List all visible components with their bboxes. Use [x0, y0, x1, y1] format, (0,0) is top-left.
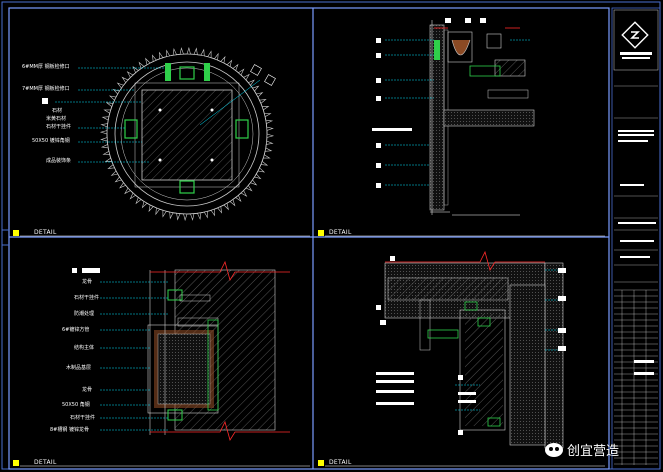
p3-label-4: 6#镀锌方管 — [62, 327, 90, 333]
p1-label-3: 石材 — [52, 108, 63, 114]
detail-label-3: DETAIL — [34, 459, 57, 466]
wechat-icon — [545, 442, 563, 457]
p3-label-9: 石材干挂件 — [70, 415, 96, 421]
p3-label-3: 防潮处理 — [74, 311, 95, 317]
panel1-round-column-plan — [42, 46, 276, 222]
p1-label-6: 50X50 镀锌角钢 — [32, 138, 70, 144]
p3-label-1: 龙骨 — [82, 279, 93, 285]
p1-label-5: 石材干挂件 — [46, 124, 72, 130]
title-block — [611, 7, 661, 470]
detail-label-2: DETAIL — [329, 229, 352, 236]
panel3-section — [72, 260, 290, 441]
inner-frame — [8, 7, 610, 470]
panel4-corner — [376, 250, 566, 449]
p3-label-8: 50X50 角钢 — [62, 402, 90, 408]
p1-label-1: 6#MM厚 钢板检修口 — [22, 64, 70, 70]
watermark: 创宜营造 — [545, 440, 619, 459]
p3-label-10: 8#槽钢 镀锌龙骨 — [50, 427, 89, 433]
watermark-text: 创宜营造 — [567, 444, 620, 459]
detail-label-4: DETAIL — [329, 459, 352, 466]
p1-label-4: 米黄石材 — [46, 116, 67, 122]
p3-label-2: 石材干挂件 — [74, 295, 100, 301]
p3-label-5: 结构主体 — [74, 345, 95, 351]
p1-label-7: 成品装饰条 — [46, 158, 72, 164]
p1-label-2: 7#MM厚 钢板检修口 — [22, 86, 70, 92]
panel2-section — [372, 18, 535, 216]
p3-label-6: 木制品基层 — [66, 365, 92, 371]
detail-label-1: DETAIL — [34, 229, 57, 236]
p3-label-7: 龙骨 — [82, 387, 93, 393]
